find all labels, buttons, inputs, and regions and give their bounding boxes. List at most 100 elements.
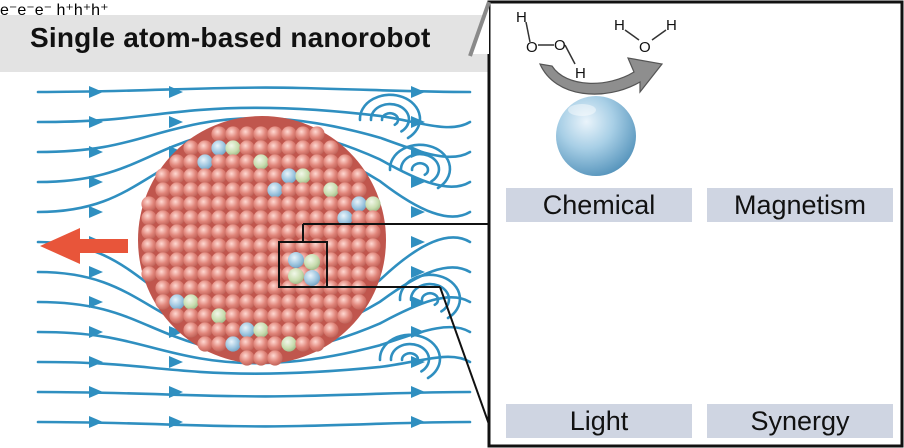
- particle-atom: [351, 182, 367, 198]
- particle-atom: [239, 336, 255, 352]
- streamline-arrowhead: [411, 386, 425, 398]
- particle-atom: [267, 140, 283, 156]
- particle-atom: [253, 252, 269, 268]
- particle-atom: [267, 126, 283, 142]
- particle-atom: [155, 182, 171, 198]
- particle-atom: [225, 224, 241, 240]
- particle-atom: [155, 252, 171, 268]
- particle-atom: [351, 266, 367, 282]
- particle-atom: [295, 182, 311, 198]
- chem-product-o: O: [639, 39, 651, 56]
- particle-atom: [323, 238, 339, 254]
- streamline-arrowhead: [89, 296, 103, 308]
- particle-atom: [183, 196, 199, 212]
- single-atom-site: [288, 252, 304, 268]
- light-electrons: e⁻e⁻e⁻: [0, 2, 53, 19]
- particle-atom: [323, 182, 339, 198]
- particle-atom: [155, 224, 171, 240]
- streamline-arrowhead: [89, 356, 103, 368]
- particle-atom: [295, 140, 311, 156]
- particle-atom: [337, 294, 353, 310]
- streamline-arrowhead: [89, 326, 103, 338]
- particle-atom: [225, 210, 241, 226]
- particle-atom: [253, 182, 269, 198]
- particle-atom: [351, 210, 367, 226]
- particle-atom: [239, 266, 255, 282]
- nanorobot-particle: [138, 116, 386, 366]
- particle-atom: [183, 252, 199, 268]
- chem-atom-h1: H: [516, 9, 527, 26]
- particle-atom: [239, 308, 255, 324]
- particle-atom: [267, 168, 283, 184]
- particle-atom: [211, 140, 227, 156]
- particle-atom: [197, 336, 213, 352]
- particle-atom: [211, 238, 227, 254]
- vortex-swirl: [399, 152, 441, 183]
- particle-atom: [225, 154, 241, 170]
- particle-atom: [267, 294, 283, 310]
- streamline-arrowhead: [89, 386, 103, 398]
- vortex-swirl: [400, 352, 420, 367]
- particle-atom: [365, 252, 381, 268]
- particle-atom: [197, 322, 213, 338]
- particle-atom: [267, 224, 283, 240]
- particle-atom: [253, 350, 269, 366]
- particle-atom: [309, 294, 325, 310]
- particle-atom: [267, 336, 283, 352]
- particle-atom: [309, 196, 325, 212]
- particle-atom: [309, 182, 325, 198]
- particle-atom: [337, 210, 353, 226]
- particle-atom: [155, 168, 171, 184]
- particle-atom: [169, 196, 185, 212]
- streamline-arrowhead: [411, 116, 425, 128]
- particle-atom: [197, 196, 213, 212]
- particle-atom: [309, 238, 325, 254]
- particle-atom: [351, 238, 367, 254]
- single-atom-site: [304, 254, 320, 270]
- particle-atom: [197, 266, 213, 282]
- vortex-swirl: [420, 292, 440, 307]
- particle-atom: [225, 126, 241, 142]
- particle-atom: [295, 322, 311, 338]
- particle-atom: [337, 168, 353, 184]
- streamline-arrowhead: [89, 206, 103, 218]
- particle-atom: [211, 308, 227, 324]
- particle-atom: [211, 126, 227, 142]
- particle-atom: [225, 182, 241, 198]
- streamline-arrowhead: [411, 86, 425, 98]
- particle-atom: [253, 196, 269, 212]
- particle-atom: [155, 280, 171, 296]
- particle-atom: [141, 266, 157, 282]
- particle-atom: [211, 294, 227, 310]
- streamline-arrowhead: [411, 296, 425, 308]
- particle-atom: [169, 238, 185, 254]
- particle-atom: [239, 224, 255, 240]
- light-holes: h⁺h⁺h⁺: [56, 2, 109, 19]
- particle-atom: [211, 336, 227, 352]
- particle-atom: [281, 210, 297, 226]
- particle-atom: [267, 154, 283, 170]
- particle-atom: [253, 126, 269, 142]
- particle-atom: [225, 196, 241, 212]
- particle-atom: [309, 336, 325, 352]
- particle-atom: [183, 224, 199, 240]
- particle-atom: [323, 140, 339, 156]
- particle-atom: [183, 308, 199, 324]
- streamline-arrowhead: [169, 326, 183, 338]
- particle-atom: [169, 308, 185, 324]
- particle-atom: [169, 168, 185, 184]
- particle-atom: [169, 210, 185, 226]
- particle-atom: [309, 140, 325, 156]
- vortex-swirl: [369, 102, 411, 133]
- particle-atom: [239, 280, 255, 296]
- particle-atom: [309, 322, 325, 338]
- particle-atom: [239, 252, 255, 268]
- particle-atom: [253, 322, 269, 338]
- particle-atom: [141, 238, 157, 254]
- particle-atom: [211, 224, 227, 240]
- particle-atom: [141, 252, 157, 268]
- particle-atom: [169, 224, 185, 240]
- vortex-swirl: [389, 342, 431, 373]
- panel-connector: [468, 1, 491, 57]
